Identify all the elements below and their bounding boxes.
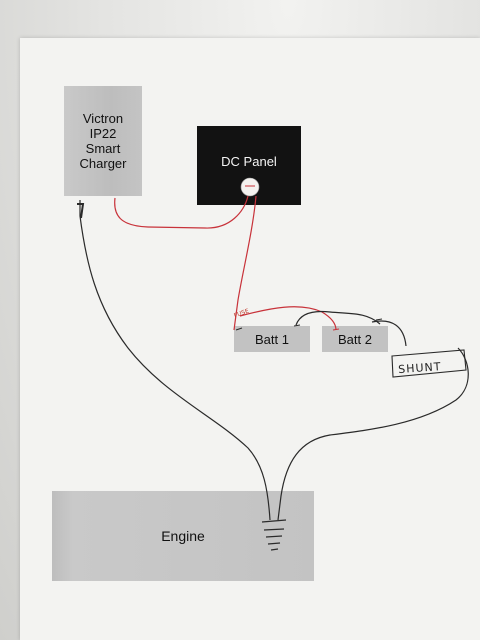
engine-label: Engine [161, 528, 205, 544]
battery-1-box: Batt 1 [234, 326, 310, 352]
dc-panel-box: DC Panel [197, 126, 301, 205]
engine-box: Engine [52, 491, 314, 581]
charger-label: Victron IP22 Smart Charger [79, 111, 127, 171]
charger-box: Victron IP22 Smart Charger [64, 86, 142, 196]
dc-panel-label: DC Panel [221, 154, 277, 169]
battery-1-label: Batt 1 [255, 331, 289, 347]
battery-2-box: Batt 2 [322, 326, 388, 352]
battery-2-label: Batt 2 [338, 331, 372, 347]
